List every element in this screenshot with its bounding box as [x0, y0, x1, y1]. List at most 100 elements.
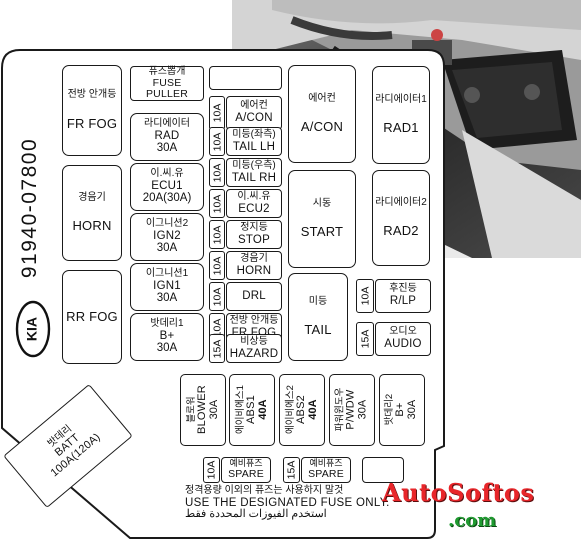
label-en: ECU2 [238, 202, 270, 215]
label-en: TAIL [304, 322, 332, 338]
amp-tag: 15A [283, 457, 300, 483]
label-ko: 라디에이터1 [375, 93, 427, 105]
label-amp: 30A [405, 400, 418, 420]
fuse-rlp: 후진등 R/LP [375, 279, 431, 313]
fuse-rad2: 라디에이터2 RAD2 [372, 170, 430, 266]
label-ko: 라디에이터2 [375, 196, 427, 208]
label-ko: 비상등 [240, 335, 268, 347]
fuse-horn-large: 경음기 HORN [62, 165, 122, 261]
notice-english: USE THE DESIGNATED FUSE ONLY. [185, 496, 390, 509]
label-ko: 전방 안개등 [67, 89, 117, 101]
fuse-fr-fog-large: 전방 안개등 FR FOG [62, 65, 122, 156]
label-en: HORN [236, 264, 272, 277]
label-ko: 밧데리1 [150, 318, 184, 330]
label-en: RAD1 [383, 120, 419, 136]
amp-tag: 10A [209, 96, 225, 130]
fuse-power-window: 파워윈도우 P/WDW 30A [329, 374, 375, 446]
label-ko: 미등 [308, 295, 328, 307]
fuse-puller: 퓨즈뽑개 FUSE PULLER [130, 66, 204, 101]
label-ko: 이.씨.유 [237, 190, 271, 202]
label-en: FUSE PULLER [145, 76, 189, 100]
label-ko: 예비퓨즈 [229, 458, 263, 469]
fuse-spare-15a: 예비퓨즈 SPARE [301, 457, 351, 483]
label-en: TAIL RH [231, 171, 277, 184]
label-ko: 에어컨 [308, 92, 336, 104]
label-amp: 30A [355, 400, 368, 420]
label-ko: 경음기 [78, 191, 106, 203]
kia-logo: KIA [14, 300, 52, 358]
fuse-hazard: 비상등 HAZARD [226, 334, 282, 363]
label-en: RAD2 [383, 223, 419, 239]
fuse-audio: 오디오 AUDIO [375, 322, 431, 356]
empty-slot [362, 457, 404, 483]
label-ko: 오디오 [389, 326, 417, 338]
amp-tag: 10A [209, 251, 225, 280]
fuse-rad: 라디에이터 RAD 30A [130, 113, 204, 161]
label-ko: 이그니션1 [145, 268, 189, 280]
label-en: HAZARD [229, 347, 279, 360]
label-ko: 경음기 [240, 252, 268, 264]
fuse-aircon-small: 에어컨 A/CON [226, 96, 282, 130]
label-amp: 40A [305, 399, 318, 421]
amp-tag: 10A [209, 189, 225, 218]
fuse-horn-small: 경음기 HORN [226, 251, 282, 280]
label-ko: 시동 [312, 197, 332, 209]
fuse-tail: 미등 TAIL [288, 273, 348, 361]
label-ko: 전방 안개등 [229, 314, 279, 326]
label-amp: 20A(30A) [142, 192, 192, 205]
label-ko: 미등(우측) [232, 159, 276, 171]
label-en: DRL [242, 290, 266, 303]
label-ko: 라디에이터 [144, 118, 190, 130]
label-en: TAIL LH [232, 140, 276, 153]
notice: 정격용량 이외의 퓨즈는 사용하지 말것 USE THE DESIGNATED … [185, 485, 485, 520]
fuse-ecu1: 이.씨.유 ECU1 20A(30A) [130, 163, 204, 211]
label-en: STOP [238, 233, 270, 246]
label-en: IGN1 [153, 279, 181, 292]
label-en: SPARE [228, 468, 264, 481]
amp-tag: 15A [209, 334, 225, 363]
fuse-ign2: 이그니션2 IGN2 30A [130, 213, 204, 261]
svg-text:KIA: KIA [24, 317, 40, 341]
fuse-tail-rh: 미등(우측) TAIL RH [226, 158, 282, 187]
label-en: ABS1 [244, 395, 257, 425]
fuse-ign1: 이그니션1 IGN1 30A [130, 263, 204, 311]
label-ko: 미등(좌측) [232, 128, 276, 140]
fuse-ecu2: 이.씨.유 ECU2 [226, 189, 282, 218]
amp-tag: 10A [209, 158, 225, 187]
label-amp: 30A [156, 342, 178, 355]
fuse-tail-lh: 미등(좌측) TAIL LH [226, 127, 282, 156]
amp-tag: 15A [356, 322, 374, 356]
label-ko: 에어컨 [240, 100, 268, 112]
fuse-rad1: 라디에이터1 RAD1 [372, 66, 430, 164]
label-ko: 예비퓨즈 [309, 458, 343, 469]
watermark-domain: .com [448, 510, 497, 531]
label-en: RR FOG [66, 308, 118, 324]
amp-tag: 10A [203, 457, 220, 483]
fuse-stop: 정지등 STOP [226, 220, 282, 249]
label-en: B+ [159, 329, 175, 342]
label-amp: 30A [156, 242, 178, 255]
fuse-spare-10a: 예비퓨즈 SPARE [221, 457, 271, 483]
fuse-rr-fog: RR FOG [62, 270, 122, 364]
label-ko: 에이비에스1 [234, 385, 246, 435]
label-en: HORN [72, 218, 112, 234]
label-en: R/LP [389, 295, 417, 308]
label-en: BLOWER [195, 385, 208, 435]
label-ko: 퓨즈뽑개 [148, 65, 186, 77]
label-en: ABS2 [294, 395, 307, 425]
amp-tag: 10A [209, 127, 225, 156]
label-ko: 에이비에스2 [284, 385, 296, 435]
part-number: 91940-07800 [18, 137, 42, 279]
fuse-abs2: 에이비에스2 ABS2 40A [279, 374, 325, 446]
fuse-drl: DRL [226, 282, 282, 311]
notice-arabic: استخدم الفيوزات المحددة فقط [185, 507, 327, 520]
fuse-blower: 블로워 BLOWER 30A [180, 374, 226, 446]
label-amp: 30A [156, 292, 178, 305]
notice-korean: 정격용량 이외의 퓨즈는 사용하지 말것 [185, 485, 344, 496]
fuse-batt1: 밧데리1 B+ 30A [130, 313, 204, 361]
fuse-abs1: 에이비에스1 ABS1 40A [229, 374, 275, 446]
label-amp: 30A [206, 400, 219, 420]
label-en: START [300, 224, 344, 240]
label-en: ECU1 [151, 179, 183, 192]
label-en: SPARE [308, 468, 344, 481]
